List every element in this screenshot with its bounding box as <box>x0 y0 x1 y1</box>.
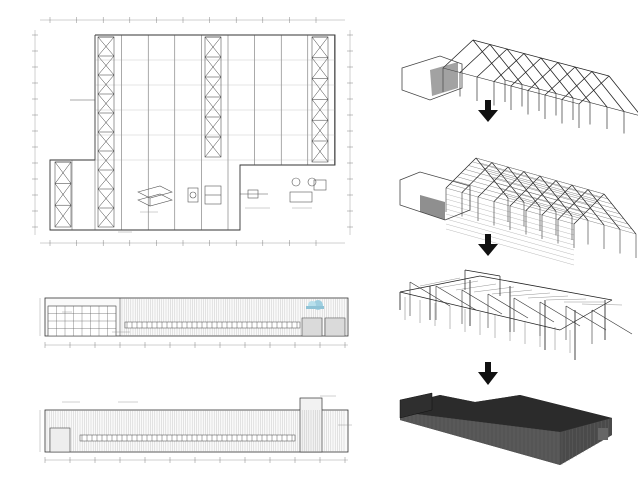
model-step-4 <box>399 392 612 465</box>
arrow-down-icon <box>478 234 498 256</box>
connection-details <box>118 177 327 233</box>
model-step-2 <box>399 157 637 266</box>
arrow-down-icon <box>478 100 498 122</box>
braced-bay <box>311 36 329 163</box>
side-elevation <box>39 395 352 463</box>
arrow-down-icon <box>478 362 498 385</box>
braced-bay <box>54 161 72 228</box>
front-elevation <box>39 297 349 348</box>
logo-mark <box>306 300 324 310</box>
braced-bay <box>204 36 222 158</box>
floor-plan <box>32 17 353 246</box>
model-step-3 <box>399 269 633 360</box>
model-step-1 <box>401 39 638 134</box>
braced-bay <box>97 36 115 228</box>
